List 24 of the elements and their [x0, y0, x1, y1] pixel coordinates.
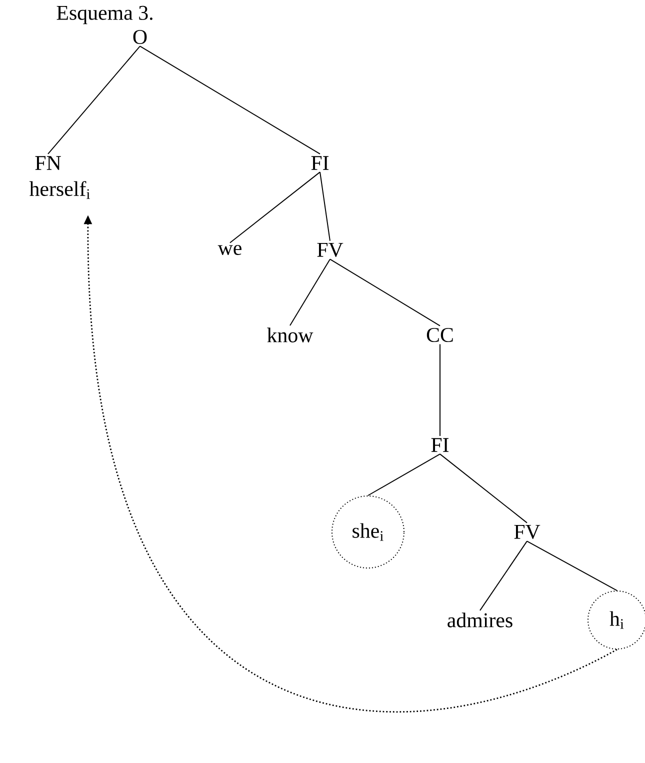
circled-word: she$_{i}$ [332, 496, 404, 568]
tree-branch [230, 172, 320, 244]
tree-label: we [218, 244, 242, 256]
tree-branch [480, 540, 528, 611]
tree-label: FV [317, 243, 344, 257]
title: Esquema 3. [56, 6, 152, 24]
tree-label: O [133, 30, 147, 44]
tree-label: admires [448, 612, 512, 628]
tree-label: FI [311, 156, 329, 170]
tree-label: CC [426, 328, 453, 342]
tree-label: herself$_{i}$ [29, 181, 90, 199]
tree-branch [320, 172, 330, 242]
tree-branch [48, 46, 140, 154]
tree-branch [290, 258, 330, 326]
tree-branch [526, 540, 618, 591]
tree-branch [368, 454, 440, 496]
tree-branch [440, 454, 528, 524]
tree-label: know [267, 328, 314, 342]
circled-word: h$_{i}$ [588, 590, 645, 650]
tree-label: FI [431, 438, 449, 452]
tree-label: FN [35, 156, 61, 170]
tree-branch [330, 258, 440, 326]
tree-branch [140, 46, 320, 154]
tree-label: FV [514, 525, 540, 539]
